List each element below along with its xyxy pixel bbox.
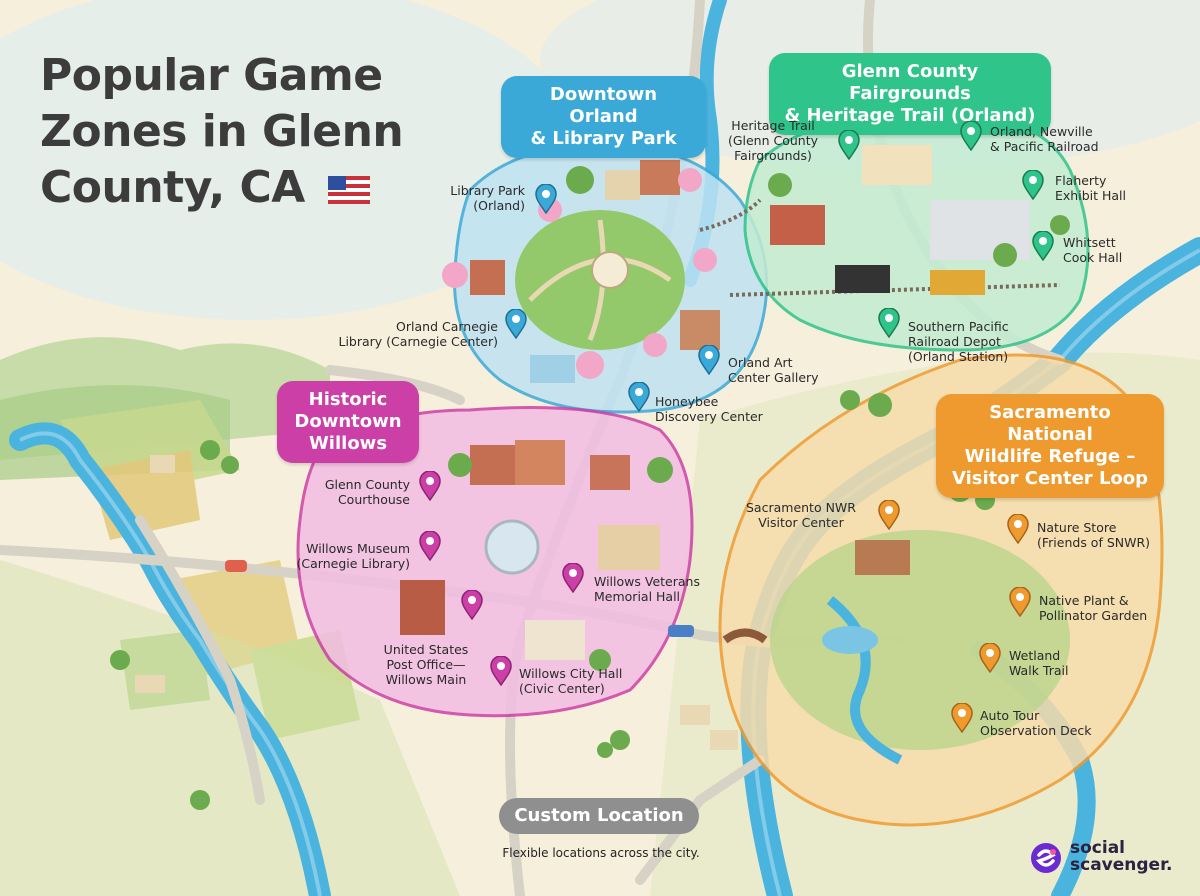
- pin-label-library-park: Library Park (Orland): [450, 183, 525, 213]
- title-line-2: Zones in Glenn: [40, 106, 404, 157]
- page-title: Popular Game Zones in Glenn County, CA: [40, 48, 460, 218]
- pin-label-auto-tour-deck: Auto Tour Observation Deck: [980, 708, 1092, 738]
- pin-label-flaherty-exhibit-hall: Flaherty Exhibit Hall: [1055, 173, 1126, 203]
- map-pin-icon[interactable]: [419, 531, 441, 561]
- map-pin-icon[interactable]: [1022, 170, 1044, 200]
- brand-line-1: social: [1070, 838, 1126, 858]
- zone-title-downtown-orland[interactable]: Downtown Orland & Library Park: [501, 76, 706, 158]
- custom-location-subtitle: Flexible locations across the city.: [502, 846, 700, 860]
- map-pin-icon[interactable]: [838, 130, 860, 160]
- map-pin-icon[interactable]: [1007, 514, 1029, 544]
- map-pin-icon[interactable]: [628, 382, 650, 412]
- brand-line-2: scavenger.: [1070, 855, 1173, 875]
- map-pin-icon[interactable]: [960, 121, 982, 151]
- map-pin-icon[interactable]: [1032, 231, 1054, 261]
- title-line-3: County, CA: [40, 160, 460, 218]
- map-pin-icon[interactable]: [979, 643, 1001, 673]
- pin-label-orland-art-center: Orland Art Center Gallery: [728, 355, 819, 385]
- pin-label-honeybee-discovery-center: Honeybee Discovery Center: [655, 394, 763, 424]
- zone-title-fairgrounds[interactable]: Glenn County Fairgrounds & Heritage Trai…: [769, 53, 1051, 135]
- custom-location-button[interactable]: Custom Location: [499, 798, 699, 834]
- map-pin-icon[interactable]: [461, 590, 483, 620]
- brand-name: social scavenger.: [1070, 840, 1173, 874]
- map-pin-icon[interactable]: [419, 471, 441, 501]
- map-pin-icon[interactable]: [490, 656, 512, 686]
- pin-label-sp-railroad-depot: Southern Pacific Railroad Depot (Orland …: [908, 319, 1009, 364]
- map-pin-icon[interactable]: [505, 309, 527, 339]
- pin-label-willows-museum: Willows Museum (Carnegie Library): [296, 541, 410, 571]
- pin-label-nwr-visitor-center: Sacramento NWR Visitor Center: [746, 500, 856, 530]
- title-line-3-text: County, CA: [40, 162, 305, 213]
- brand-logo-block[interactable]: social scavenger.: [1030, 838, 1190, 878]
- map-pin-icon[interactable]: [878, 500, 900, 530]
- zone-title-refuge[interactable]: Sacramento National Wildlife Refuge – Vi…: [936, 394, 1164, 498]
- buildings: [135, 145, 1030, 750]
- title-line-1: Popular Game: [40, 50, 383, 101]
- us-flag-icon: [327, 162, 370, 218]
- map-pin-icon[interactable]: [535, 184, 557, 214]
- map-pin-icon[interactable]: [1009, 587, 1031, 617]
- pin-label-willows-city-hall: Willows City Hall (Civic Center): [519, 666, 623, 696]
- zone-title-willows[interactable]: Historic Downtown Willows: [277, 381, 419, 463]
- pin-label-nature-store: Nature Store (Friends of SNWR): [1037, 520, 1151, 550]
- pin-label-glenn-county-courthouse: Glenn County Courthouse: [324, 477, 410, 507]
- map-pin-icon[interactable]: [878, 308, 900, 338]
- pin-label-wetland-walk-trail: Wetland Walk Trail: [1009, 648, 1069, 678]
- pin-label-orland-carnegie-library: Orland Carnegie Library (Carnegie Center…: [338, 319, 499, 349]
- pin-label-whitsett-cook-hall: Whitsett Cook Hall: [1063, 235, 1123, 265]
- map-pin-icon[interactable]: [951, 703, 973, 733]
- map-pin-icon[interactable]: [562, 563, 584, 593]
- social-scavenger-logo: [1031, 843, 1061, 873]
- pin-label-willows-veterans-hall: Willows Veterans Memorial Hall: [594, 574, 700, 604]
- pin-label-heritage-trail: Heritage Trail (Glenn County Fairgrounds…: [727, 118, 819, 163]
- map-pin-icon[interactable]: [698, 345, 720, 375]
- pin-label-onp-railroad: Orland, Newville & Pacific Railroad: [990, 124, 1099, 154]
- pin-label-native-plant-garden: Native Plant & Pollinator Garden: [1039, 593, 1148, 623]
- pin-label-us-post-office: United States Post Office— Willows Main: [383, 642, 469, 687]
